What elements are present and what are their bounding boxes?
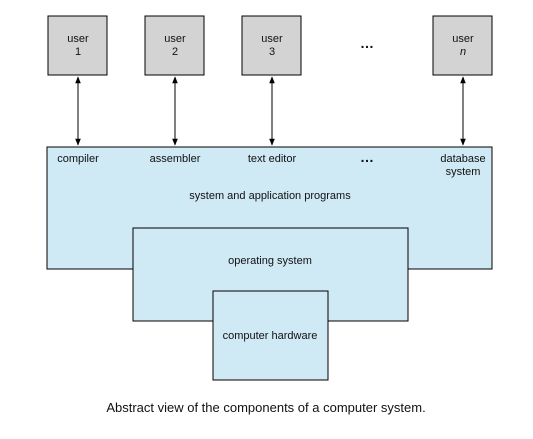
user-box-n xyxy=(432,15,493,76)
user-box-2 xyxy=(144,15,205,76)
hardware-layer xyxy=(212,290,329,381)
user-n-label-line1: user xyxy=(452,33,474,45)
program-assembler-label: assembler xyxy=(150,153,201,165)
user-1-label-line2: 1 xyxy=(75,46,81,58)
hardware-label: computer hardware xyxy=(223,330,318,342)
system-programs-label: system and application programs xyxy=(189,190,351,202)
user-1-label-line1: user xyxy=(67,33,89,45)
user-box-3 xyxy=(241,15,302,76)
user-ellipsis: … xyxy=(360,35,374,51)
user-box-1 xyxy=(47,15,108,76)
operating-system-label: operating system xyxy=(228,255,312,267)
program-text-editor-label: text editor xyxy=(248,153,297,165)
figure-caption: Abstract view of the components of a com… xyxy=(106,400,425,415)
user-2-label-line2: 2 xyxy=(172,46,178,58)
user-2-label-line1: user xyxy=(164,33,186,45)
program-compiler-label: compiler xyxy=(57,153,99,165)
user-3-label-line2: 3 xyxy=(269,46,275,58)
program-ellipsis: … xyxy=(360,149,374,165)
program-database-label-line1: database xyxy=(440,153,485,165)
user-3-label-line1: user xyxy=(261,33,283,45)
user-n-label-line2: n xyxy=(460,46,466,58)
program-database-label-line2: system xyxy=(446,166,481,178)
